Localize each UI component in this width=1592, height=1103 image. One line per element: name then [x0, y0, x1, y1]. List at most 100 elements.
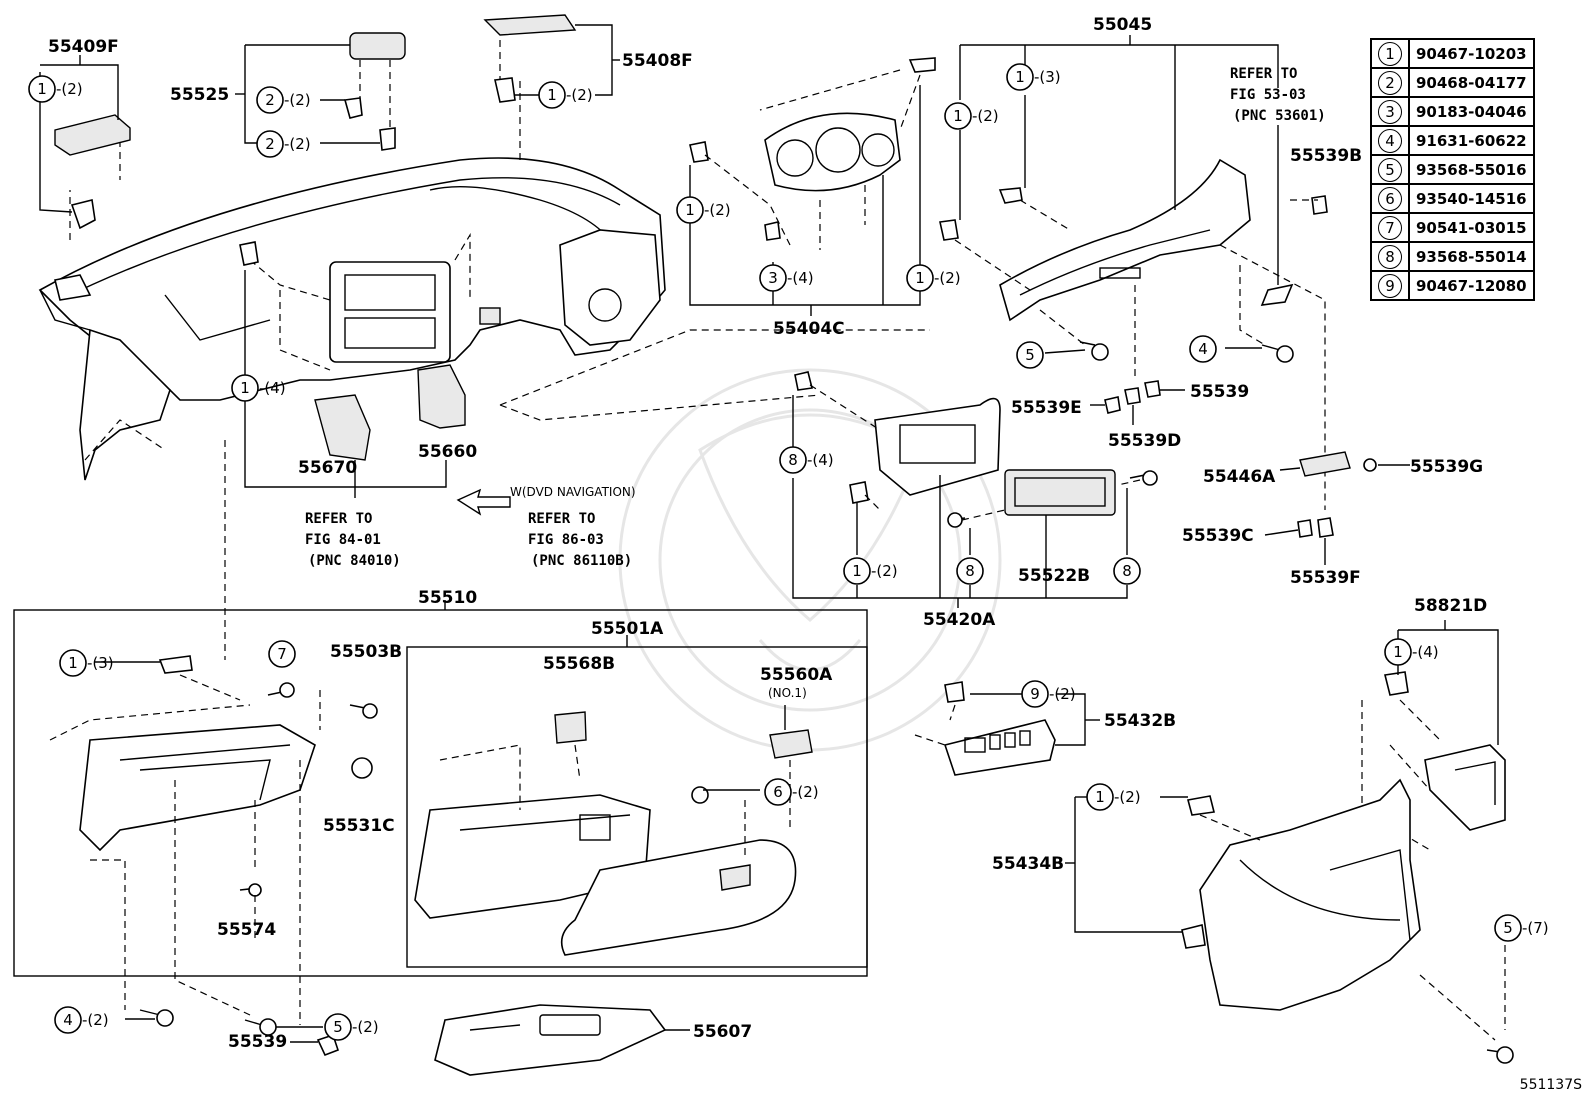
- ref3-line2: FIG 53-03: [1230, 87, 1306, 103]
- legend-key-circle: 9: [1378, 273, 1402, 298]
- ref3-line1: REFER TO: [1230, 66, 1297, 82]
- label-55539B: 55539B: [1290, 146, 1362, 166]
- label-55525: 55525: [170, 85, 229, 105]
- callout-c12: 4: [1189, 335, 1217, 363]
- callout-key: 2: [265, 91, 275, 109]
- label-55408F: 55408F: [622, 51, 693, 71]
- label-55501A: 55501A: [591, 619, 664, 639]
- callout-quantity: -(3): [87, 654, 114, 672]
- glovebox-door: [414, 711, 813, 956]
- label-55434B: 55434B: [992, 854, 1064, 874]
- label-55045: 55045: [1093, 15, 1152, 35]
- callout-key: 8: [965, 562, 975, 580]
- legend-key-circle: 5: [1378, 157, 1402, 182]
- callout-c20: 4 -(2): [54, 1006, 109, 1034]
- callout-key: 9: [1030, 685, 1040, 703]
- callout-key: 5: [333, 1018, 343, 1036]
- label-55522B: 55522B: [1018, 566, 1090, 586]
- callout-c18: 7: [268, 640, 296, 668]
- part-55409F: [54, 114, 131, 230]
- screw-5-lower: [1486, 1046, 1514, 1064]
- legend-key: 1: [1370, 38, 1410, 69]
- callout-c6: 1-(2): [944, 102, 999, 130]
- ref2-line1: REFER TO: [528, 511, 595, 527]
- callout-circle: [54, 1006, 82, 1034]
- label-55539F: 55539F: [1290, 568, 1361, 588]
- callout-c2: 2-(2): [256, 86, 311, 114]
- label-no1: (NO.1): [768, 686, 807, 700]
- callout-quantity: -(2): [934, 269, 961, 287]
- callout-circle: [956, 557, 984, 585]
- callout-key: 6: [773, 783, 783, 801]
- legend-part-number: 90467-10203: [1408, 38, 1535, 69]
- part-55434B: [1181, 778, 1421, 1011]
- bottom-fasteners: [139, 1009, 340, 1057]
- callout-c5: 1-(3): [1006, 63, 1061, 91]
- legend-part-number: 93568-55014: [1408, 241, 1535, 272]
- reference-notes: W(DVD NAVIGATION) REFER TO FIG 84-01 (PN…: [305, 66, 1326, 569]
- figure-code: 551137S: [1519, 1077, 1582, 1093]
- callout-circle: [1016, 341, 1044, 369]
- part-number-labels: 55409F 55525 55408F 55045 55539B 55404C …: [48, 15, 1487, 1052]
- callout-key: 4: [1198, 340, 1208, 358]
- callout-c9: 1 -(2): [906, 264, 961, 292]
- callout-circle: [1189, 335, 1217, 363]
- label-55539G: 55539G: [1410, 457, 1483, 477]
- callout-circle: [324, 1013, 352, 1041]
- legend-part-number: 90467-12080: [1408, 270, 1535, 301]
- callout-c15: 8: [956, 557, 984, 585]
- callout-c22: 9-(2): [1021, 680, 1076, 708]
- callout-quantity: -(2): [352, 1018, 379, 1036]
- part-55446A: [1297, 451, 1377, 538]
- part-55670: [314, 394, 371, 461]
- part-55404C: [689, 57, 936, 241]
- callout-c10: 1-(4): [231, 374, 286, 402]
- callout-circle: [843, 557, 871, 585]
- callout-quantity: -(4): [807, 451, 834, 469]
- callout-quantity: -(2): [792, 783, 819, 801]
- label-58821D: 58821D: [1414, 596, 1487, 616]
- callout-quantity: -(2): [284, 135, 311, 153]
- ref2-line3: (PNC 86110B): [531, 553, 632, 569]
- callout-c19: 6 -(2): [764, 778, 819, 806]
- legend-key: 3: [1370, 96, 1410, 127]
- callout-markers: 1-(2)2-(2)2-(2)1-(2)1-(3)1-(2)1-(2)3-(4)…: [28, 63, 1549, 1041]
- legend-part-number: 90541-03015: [1408, 212, 1535, 243]
- callout-key: 1: [915, 269, 925, 287]
- callout-c3: 2-(2): [256, 130, 311, 158]
- callout-key: 1: [1015, 68, 1025, 86]
- callout-key: 4: [63, 1011, 73, 1029]
- note-dvd: W(DVD NAVIGATION): [510, 485, 636, 499]
- part-55420A: [794, 371, 1001, 504]
- label-55510: 55510: [418, 588, 477, 608]
- label-55660: 55660: [418, 442, 477, 462]
- callout-key: 3: [768, 269, 778, 287]
- label-55670: 55670: [298, 458, 357, 478]
- callout-c23: 1-(4): [1384, 638, 1439, 666]
- callout-c1: 1-(2): [28, 75, 83, 103]
- legend-key-circle: 3: [1378, 99, 1402, 124]
- legend-key-circle: 1: [1378, 41, 1402, 66]
- callout-c13: 8-(4): [779, 446, 834, 474]
- legend-key: 2: [1370, 67, 1410, 98]
- callout-quantity: -(2): [566, 86, 593, 104]
- callout-circle: [268, 640, 296, 668]
- callout-circle: [759, 264, 787, 292]
- callout-quantity: -(2): [56, 80, 83, 98]
- callout-quantity: -(2): [82, 1011, 109, 1029]
- callout-c25: 5-(7): [1494, 914, 1549, 942]
- legend-part-number: 91631-60622: [1408, 125, 1535, 156]
- callout-circle: [256, 130, 284, 158]
- legend-key: 9: [1370, 270, 1410, 301]
- callout-c11: 5: [1016, 341, 1044, 369]
- legend-part-number: 93568-55016: [1408, 154, 1535, 185]
- callout-key: 5: [1503, 919, 1513, 937]
- part-55522B: [1004, 469, 1116, 516]
- legend-key: 7: [1370, 212, 1410, 243]
